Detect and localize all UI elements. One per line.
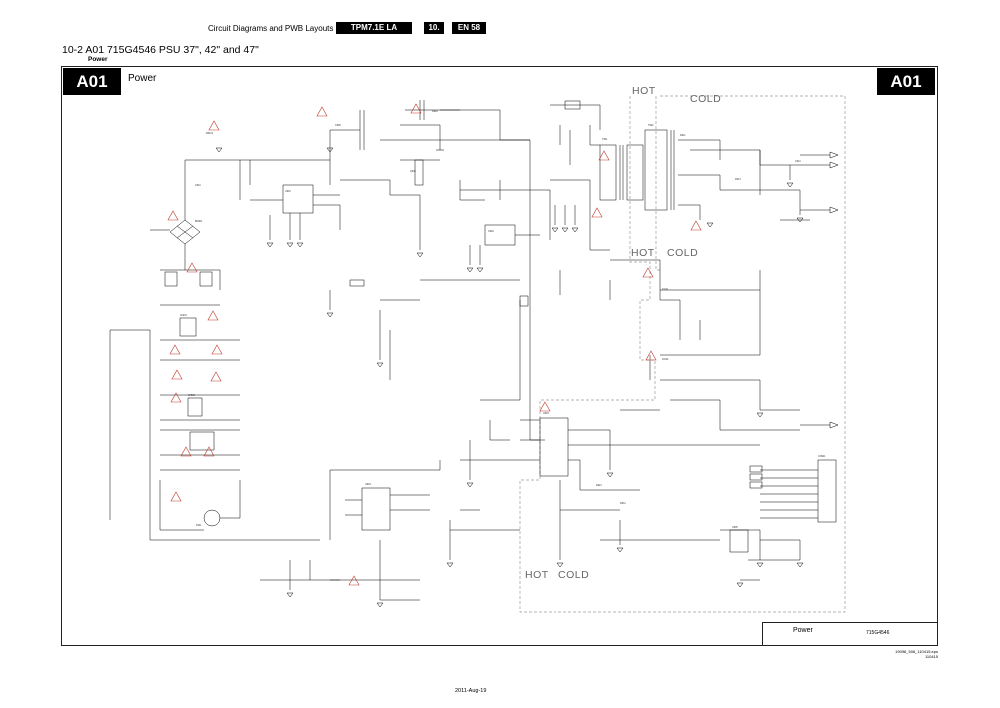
svg-text:U902: U902 bbox=[488, 230, 494, 233]
drawing-file-name: 19096_506_110415.eps bbox=[895, 649, 938, 654]
svg-text:U901: U901 bbox=[285, 190, 291, 193]
schematic-wiring bbox=[109, 100, 839, 601]
svg-text:U905: U905 bbox=[732, 526, 738, 529]
svg-text:D921: D921 bbox=[596, 484, 602, 487]
page-number-tag: EN 58 bbox=[452, 22, 486, 34]
warning-triangles bbox=[167, 103, 702, 586]
svg-text:F901: F901 bbox=[196, 524, 202, 527]
svg-text:C921: C921 bbox=[795, 160, 801, 163]
svg-text:LF902: LF902 bbox=[188, 394, 195, 397]
chapter-tag: 10. bbox=[424, 22, 444, 34]
svg-text:LF901: LF901 bbox=[180, 314, 187, 317]
svg-text:T901: T901 bbox=[602, 138, 608, 141]
zone-label-hot-middle: HOT bbox=[631, 247, 655, 259]
svg-text:R931: R931 bbox=[620, 502, 626, 505]
component-labels: FB101 C901 BD901 U901 C905 D902 Q901 U90… bbox=[180, 110, 826, 529]
svg-text:FB101: FB101 bbox=[206, 132, 214, 135]
regulator-ic bbox=[729, 529, 749, 553]
footer-date: 2011-Aug-19 bbox=[455, 688, 487, 694]
badge-right: A01 bbox=[877, 68, 935, 95]
pfc-controller-ic bbox=[282, 184, 314, 214]
llc-controller-ic bbox=[539, 417, 569, 477]
svg-text:D902: D902 bbox=[432, 110, 438, 113]
svg-text:C901: C901 bbox=[195, 184, 201, 187]
svg-text:IC911: IC911 bbox=[662, 288, 669, 291]
svg-text:U904: U904 bbox=[365, 483, 371, 486]
standby-controller-ic bbox=[484, 224, 516, 246]
pwm-controller-ic bbox=[361, 487, 391, 531]
zone-label-cold-top: COLD bbox=[690, 93, 722, 105]
drawing-date-code: 110415 bbox=[924, 654, 938, 659]
frame-title: Power bbox=[128, 73, 157, 84]
svg-text:CN901: CN901 bbox=[818, 455, 826, 458]
fuse-holder bbox=[203, 509, 221, 527]
svg-text:BD901: BD901 bbox=[195, 220, 203, 223]
svg-text:IC912: IC912 bbox=[662, 358, 669, 361]
main-transformer bbox=[644, 129, 668, 211]
svg-text:D911: D911 bbox=[680, 134, 686, 137]
svg-text:Q901: Q901 bbox=[410, 170, 417, 173]
title-block bbox=[762, 622, 938, 646]
zone-label-hot-bottom: HOT bbox=[525, 569, 549, 581]
model-tag: TPM7.1E LA bbox=[336, 22, 412, 34]
drawing-reference: 19096_506_110415.eps 110415 bbox=[893, 649, 938, 659]
title-block-model: 715G4546 bbox=[866, 630, 890, 636]
section-subheading: Power bbox=[88, 56, 108, 63]
svg-text:T902: T902 bbox=[648, 124, 654, 127]
title-block-name: Power bbox=[793, 627, 813, 634]
zone-label-cold-middle: COLD bbox=[667, 247, 699, 259]
document-header-title: Circuit Diagrams and PWB Layouts bbox=[208, 24, 334, 33]
svg-text:C905: C905 bbox=[335, 124, 341, 127]
schematic-frame bbox=[61, 66, 938, 646]
badge-left: A01 bbox=[63, 68, 121, 95]
svg-text:U903: U903 bbox=[543, 412, 549, 415]
ground-symbols bbox=[215, 147, 804, 608]
svg-text:D913: D913 bbox=[735, 178, 741, 181]
standby-transformer bbox=[599, 144, 617, 201]
common-mode-choke-2 bbox=[187, 397, 203, 417]
zone-label-cold-bottom: COLD bbox=[558, 569, 590, 581]
zone-label-hot-top: HOT bbox=[632, 85, 656, 97]
isolation-boundary bbox=[519, 95, 846, 613]
output-connector bbox=[817, 459, 837, 523]
section-heading: 10-2 A01 715G4546 PSU 37", 42" and 47" bbox=[62, 44, 259, 56]
common-mode-choke-1 bbox=[179, 317, 197, 337]
